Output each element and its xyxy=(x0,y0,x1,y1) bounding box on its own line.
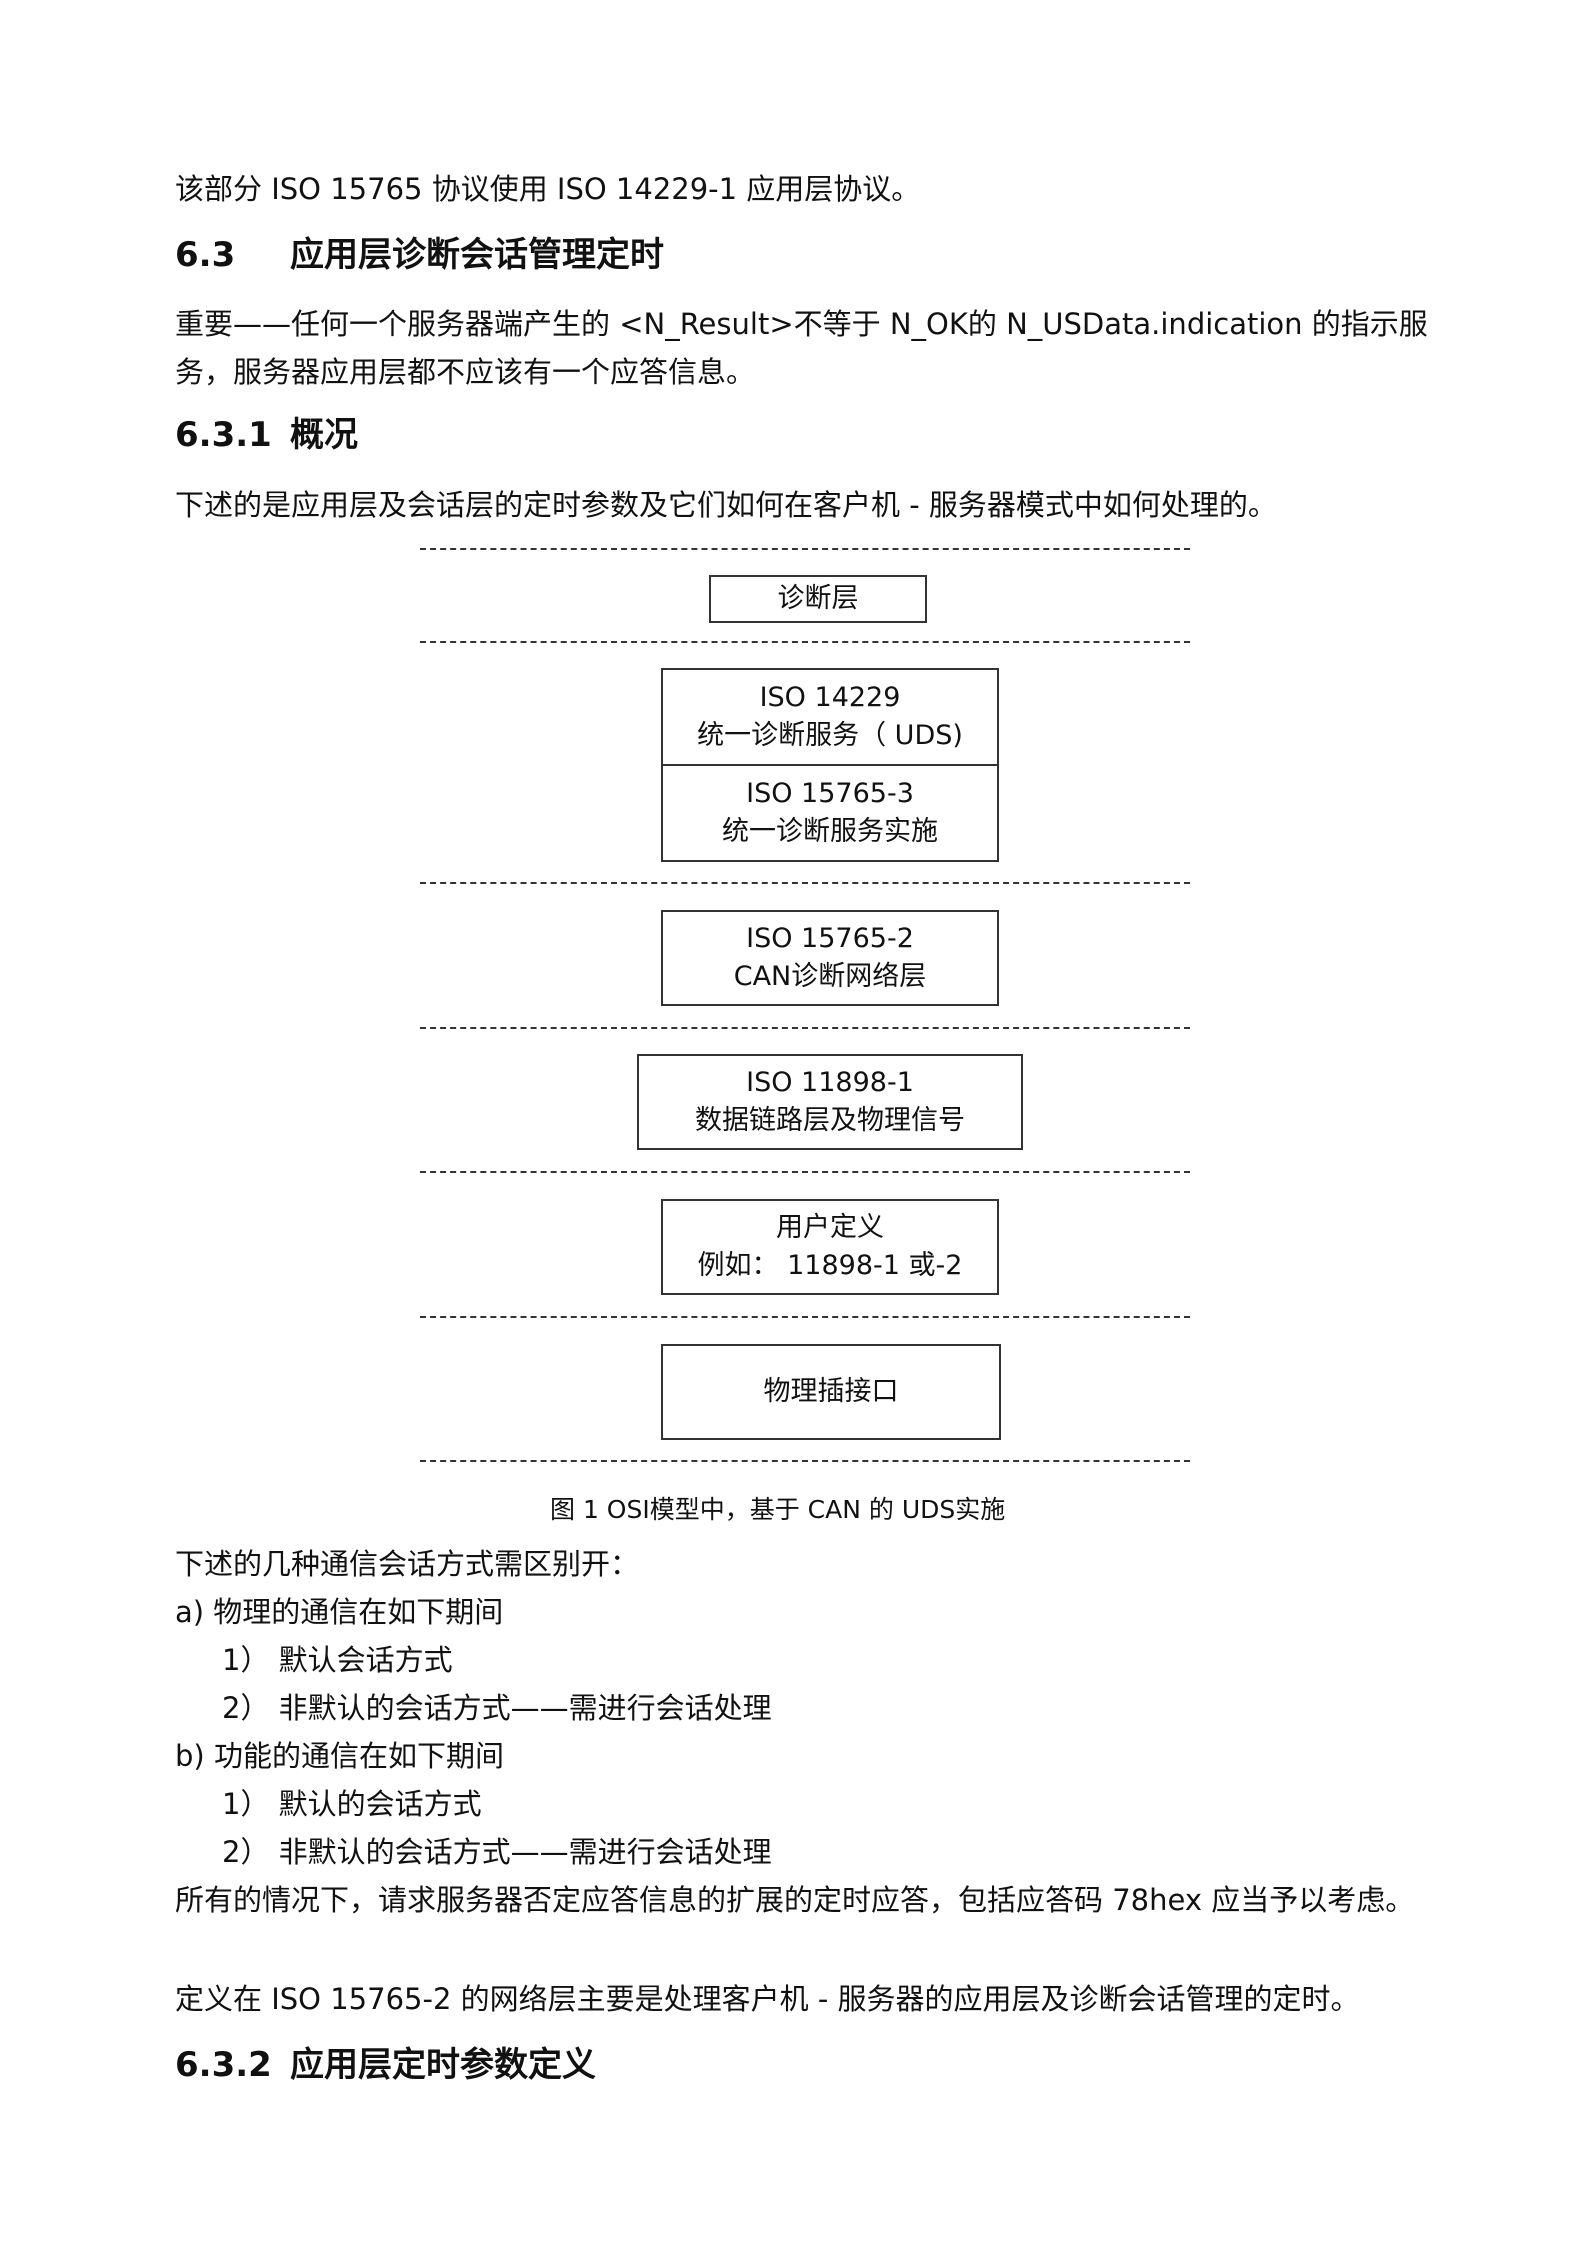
uds-box: ISO 14229 统一诊断服务（ UDS) xyxy=(661,668,999,766)
box-label: 统一诊断服务（ UDS) xyxy=(697,720,963,751)
intro-paragraph: 该部分 ISO 15765 协议使用 ISO 14229-1 应用层协议。 xyxy=(175,172,921,206)
list-subitem: 2） 非默认的会话方式——需进行会话处理 xyxy=(222,1691,772,1725)
box-label: ISO 15765-3 xyxy=(746,778,914,809)
box-label: 用户定义 xyxy=(776,1212,884,1243)
important-paragraph: 重要——任何一个服务器端产生的 <N_Result>不等于 N_OK的 N_US… xyxy=(175,307,1428,389)
data-link-layer-box: ISO 11898-1 数据链路层及物理信号 xyxy=(637,1054,1023,1150)
box-label: ISO 14229 xyxy=(759,682,901,713)
section-title: 应用层定时参数定义 xyxy=(290,2045,596,2085)
list-subitem: 1） 默认的会话方式 xyxy=(222,1787,482,1821)
network-layer-paragraph: 定义在 ISO 15765-2 的网络层主要是处理客户机 - 服务器的应用层及诊… xyxy=(175,1982,1360,2016)
layer-divider xyxy=(420,1316,1190,1318)
layer-divider xyxy=(420,1460,1190,1462)
box-label: ISO 15765-2 xyxy=(746,923,914,954)
list-item: a) 物理的通信在如下期间 xyxy=(175,1595,504,1629)
section-6-3-1-heading: 6.3.1 概况 xyxy=(175,410,358,460)
box-label: 诊断层 xyxy=(777,583,859,614)
list-subitem: 1） 默认会话方式 xyxy=(222,1643,453,1677)
list-item: b) 功能的通信在如下期间 xyxy=(175,1739,504,1773)
physical-connector-box: 物理插接口 xyxy=(661,1344,1001,1440)
box-label: 统一诊断服务实施 xyxy=(722,816,938,847)
section-title: 应用层诊断会话管理定时 xyxy=(290,235,664,275)
box-label: ISO 11898-1 xyxy=(746,1067,914,1098)
layer-divider xyxy=(420,1171,1190,1173)
layer-divider xyxy=(420,641,1190,643)
extended-timing-paragraph: 所有的情况下，请求服务器否定应答信息的扩展的定时应答，包括应答码 78hex 应… xyxy=(175,1883,1415,1917)
section-title: 概况 xyxy=(290,415,358,455)
section-number: 6.3 xyxy=(175,235,236,275)
box-label: CAN诊断网络层 xyxy=(733,961,927,992)
section-6-3-heading: 6.3 应用层诊断会话管理定时 xyxy=(175,230,664,280)
box-label: 例如： 11898-1 或-2 xyxy=(697,1250,963,1281)
section-6-3-2-heading: 6.3.2 应用层定时参数定义 xyxy=(175,2040,596,2090)
overview-paragraph: 下述的是应用层及会话层的定时参数及它们如何在客户机 - 服务器模式中如何处理的。 xyxy=(175,488,1277,522)
figure-caption: 图 1 OSI模型中，基于 CAN 的 UDS实施 xyxy=(550,1495,1006,1524)
user-defined-box: 用户定义 例如： 11898-1 或-2 xyxy=(661,1199,999,1295)
section-number: 6.3.2 xyxy=(175,2045,272,2085)
list-lead: 下述的几种通信会话方式需区别开： xyxy=(175,1547,640,1581)
section-number: 6.3.1 xyxy=(175,415,272,455)
uds-implementation-box: ISO 15765-3 统一诊断服务实施 xyxy=(661,764,999,862)
session-type-list: 下述的几种通信会话方式需区别开： a) 物理的通信在如下期间 1） 默认会话方式… xyxy=(175,1540,772,1876)
diagnostic-layer-box: 诊断层 xyxy=(709,575,927,623)
box-label: 数据链路层及物理信号 xyxy=(695,1105,965,1136)
layer-divider xyxy=(420,882,1190,884)
box-label: 物理插接口 xyxy=(763,1376,899,1407)
list-subitem: 2） 非默认的会话方式——需进行会话处理 xyxy=(222,1835,772,1869)
layer-divider xyxy=(420,548,1190,550)
layer-divider xyxy=(420,1027,1190,1029)
osi-layer-diagram: 诊断层 ISO 14229 统一诊断服务（ UDS) ISO 15765-3 统… xyxy=(420,540,1190,1480)
network-layer-box: ISO 15765-2 CAN诊断网络层 xyxy=(661,910,999,1006)
